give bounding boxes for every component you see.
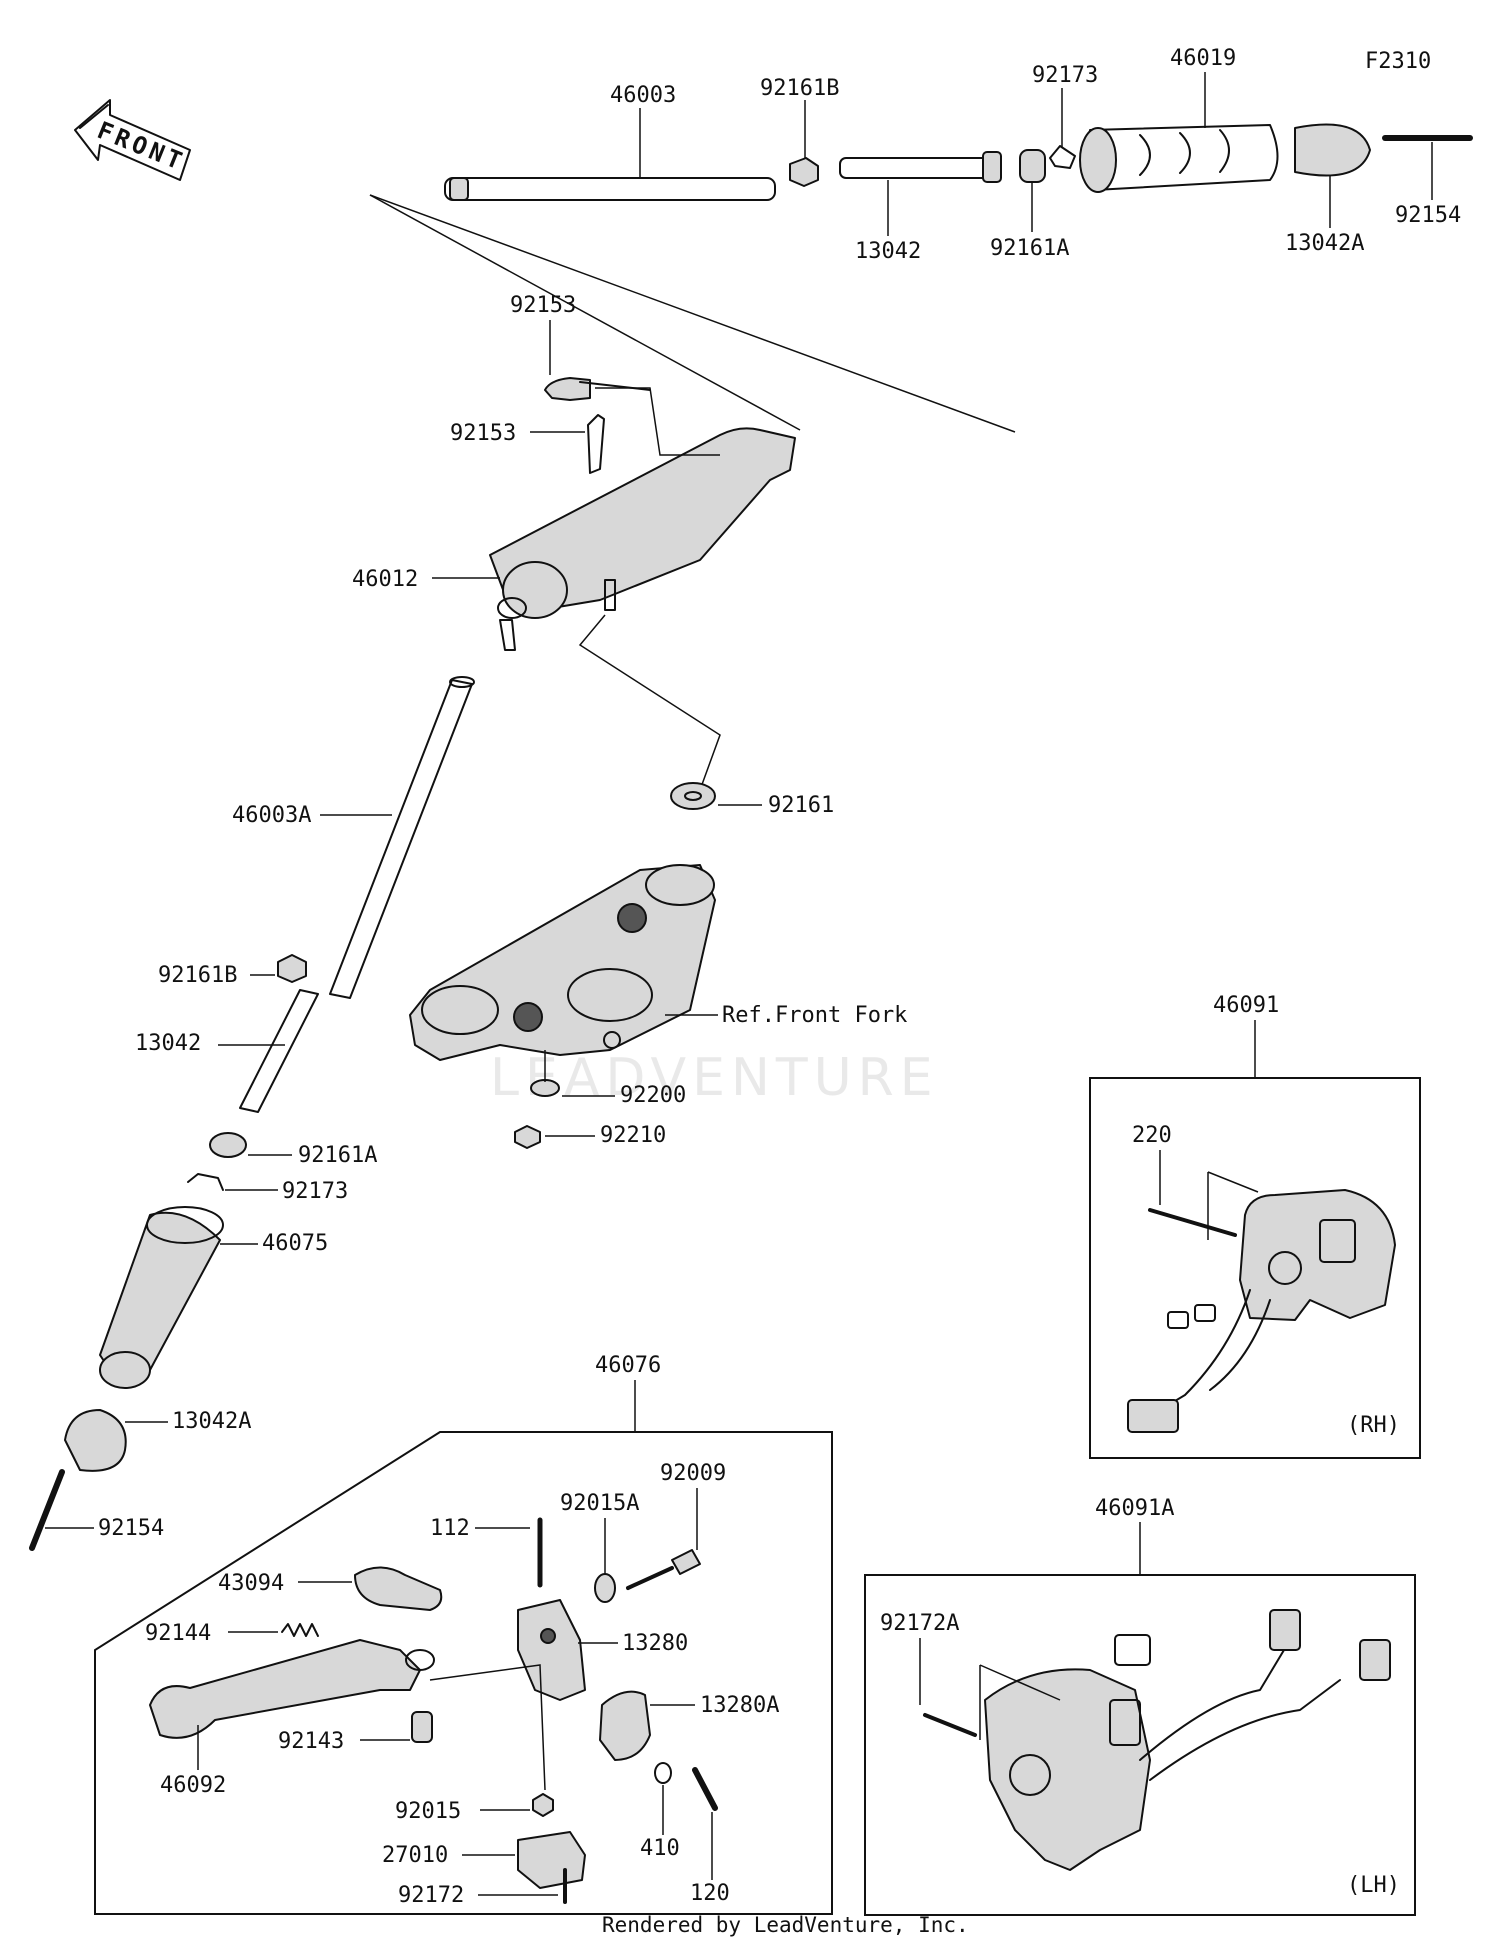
diagram-id: F2310 <box>1365 49 1431 74</box>
label-92200: 92200 <box>620 1083 686 1108</box>
label-92161A: 92161A <box>298 1143 377 1168</box>
collar-92143 <box>411 1711 433 1743</box>
clamp-13280A <box>599 1690 651 1761</box>
lh-switch-box <box>864 1574 1416 1916</box>
label-220: 220 <box>1132 1123 1172 1148</box>
label-46003: 46003 <box>610 83 676 108</box>
label-92161: 92161 <box>768 793 834 818</box>
switch-27010 <box>517 1831 586 1889</box>
label-92154-top: 92154 <box>1395 203 1461 228</box>
bracket-43094 <box>354 1566 443 1611</box>
end-weight-13042A <box>64 1409 127 1472</box>
rh-switch-box <box>1089 1077 1421 1459</box>
label-92173-top: 92173 <box>1032 63 1098 88</box>
right-handlebar-assembly <box>369 123 1473 433</box>
label-92161B: 92161B <box>158 963 237 988</box>
label-46019: 46019 <box>1170 46 1236 71</box>
label-92161B-top: 92161B <box>760 76 839 101</box>
top-clamp-front-fork <box>409 864 716 1061</box>
label-92143: 92143 <box>278 1729 344 1754</box>
washer-92015A <box>594 1573 616 1603</box>
front-label: FRONT <box>93 116 189 177</box>
label-120: 120 <box>690 1881 730 1906</box>
lh-label: (LH) <box>1347 1873 1400 1898</box>
label-92172A: 92172A <box>880 1611 959 1636</box>
footer-credit: Rendered by LeadVenture, Inc. <box>602 1913 969 1937</box>
screw-92009 <box>671 1549 701 1575</box>
label-92009: 92009 <box>660 1461 726 1486</box>
nut-92161B <box>277 954 307 983</box>
label-92015: 92015 <box>395 1799 461 1824</box>
handlebar-tube-46003 <box>444 177 776 201</box>
label-13280: 13280 <box>622 1631 688 1656</box>
label-92153-a: 92153 <box>510 293 576 318</box>
nut-92210 <box>514 1125 541 1149</box>
lh-switch-46091A <box>923 1609 1391 1871</box>
washer-92161 <box>670 782 716 810</box>
screw-120 <box>692 1767 718 1811</box>
label-92161A-top: 92161A <box>990 236 1069 261</box>
label-92173: 92173 <box>282 1179 348 1204</box>
label-92144: 92144 <box>145 1621 211 1646</box>
bolt-92154 <box>29 1469 65 1551</box>
rh-switch-46091 <box>1127 1189 1396 1433</box>
label-112: 112 <box>430 1516 470 1541</box>
handlebar-holder-46012 <box>489 377 796 651</box>
label-43094: 43094 <box>218 1571 284 1596</box>
label-92153-b: 92153 <box>450 421 516 446</box>
watermark-text: LEADVENTURE <box>490 1048 939 1108</box>
label-13280A: 13280A <box>700 1693 779 1718</box>
holder-13280 <box>517 1599 586 1701</box>
label-13042A-top: 13042A <box>1285 231 1364 256</box>
label-46091: 46091 <box>1213 993 1279 1018</box>
rh-label: (RH) <box>1347 1413 1400 1438</box>
label-13042-top: 13042 <box>855 239 921 264</box>
front-arrow-icon: FRONT <box>74 99 191 181</box>
label-46092: 46092 <box>160 1773 226 1798</box>
washer-92200 <box>530 1079 560 1097</box>
label-46012: 46012 <box>352 567 418 592</box>
label-46003A: 46003A <box>232 803 311 828</box>
label-27010: 27010 <box>382 1843 448 1868</box>
grip-46075 <box>99 1206 224 1389</box>
label-92172: 92172 <box>398 1883 464 1908</box>
spring-92144 <box>281 1623 319 1637</box>
nut-92015 <box>532 1793 554 1817</box>
handlebar-tube-46003A <box>329 676 475 999</box>
lever-assembly-box <box>94 1431 833 1915</box>
label-46091A: 46091A <box>1095 1496 1174 1521</box>
label-46075: 46075 <box>262 1231 328 1256</box>
label-92154: 92154 <box>98 1516 164 1541</box>
label-13042: 13042 <box>135 1031 201 1056</box>
damper-92161A <box>209 1132 247 1158</box>
washer-410 <box>654 1762 672 1784</box>
label-92210: 92210 <box>600 1123 666 1148</box>
ref-front-fork-label: Ref.Front Fork <box>722 1003 907 1028</box>
label-13042A: 13042A <box>172 1409 251 1434</box>
weight-rod-13042 <box>239 989 319 1113</box>
clip-92173 <box>187 1173 224 1191</box>
label-410: 410 <box>640 1836 680 1861</box>
label-46076: 46076 <box>595 1353 661 1378</box>
label-92015A: 92015A <box>560 1491 639 1516</box>
lever-46092 <box>149 1639 435 1739</box>
